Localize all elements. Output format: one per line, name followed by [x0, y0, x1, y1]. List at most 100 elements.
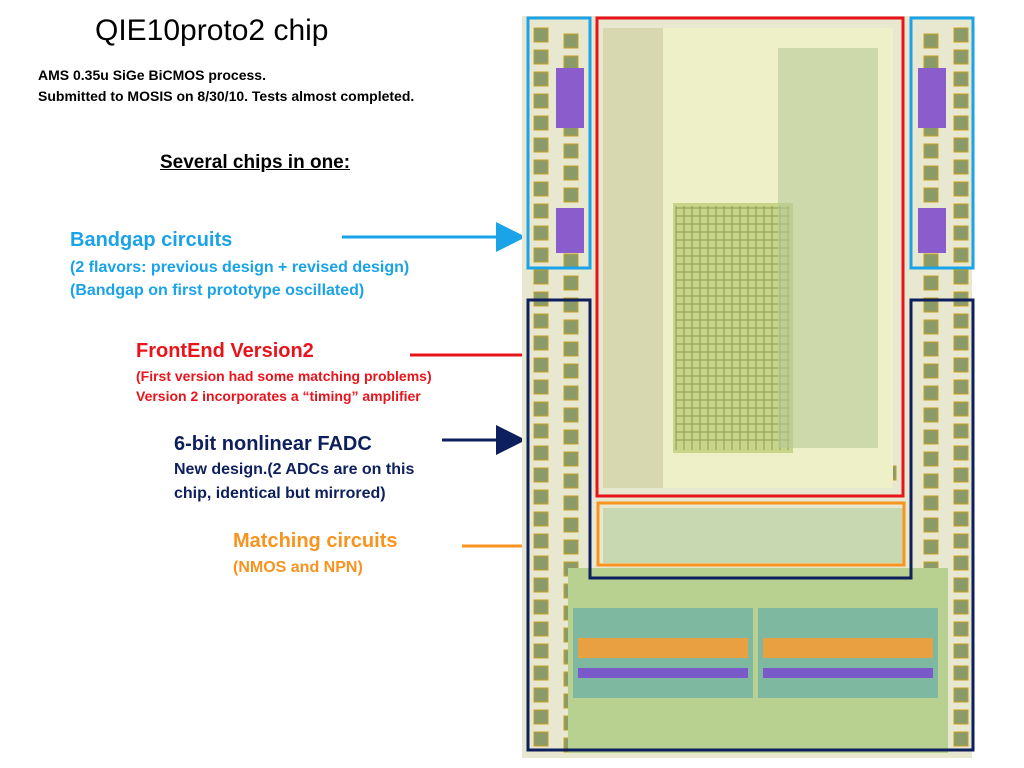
bond-pad — [533, 225, 549, 241]
bond-pad — [563, 33, 579, 49]
bond-pad — [533, 357, 549, 373]
bond-pad — [953, 731, 969, 747]
bond-pad — [533, 159, 549, 175]
frontend-line1: (First version had some matching problem… — [136, 368, 432, 384]
bond-pad — [953, 533, 969, 549]
bond-pad — [953, 335, 969, 351]
bond-pad — [533, 621, 549, 637]
bond-pad — [923, 451, 939, 467]
bond-pad — [923, 539, 939, 555]
bond-pad — [953, 115, 969, 131]
bond-pad — [533, 49, 549, 65]
bond-pad — [923, 429, 939, 445]
bond-pad — [953, 27, 969, 43]
bond-pad — [533, 115, 549, 131]
bond-pad — [953, 49, 969, 65]
bond-pad — [533, 511, 549, 527]
bond-pad — [533, 533, 549, 549]
frontend-line2: Version 2 incorporates a “timing” amplif… — [136, 388, 421, 404]
bond-pad — [533, 379, 549, 395]
bond-pad — [563, 407, 579, 423]
bond-pad — [533, 27, 549, 43]
bond-pad — [563, 539, 579, 555]
bond-pad — [923, 143, 939, 159]
bond-pad — [563, 341, 579, 357]
bond-pad — [923, 253, 939, 269]
bond-pad — [533, 665, 549, 681]
bond-pad — [953, 511, 969, 527]
bond-pad — [923, 407, 939, 423]
bond-pad — [563, 319, 579, 335]
bond-pad — [563, 143, 579, 159]
page-title: QIE10proto2 chip — [95, 14, 329, 47]
bond-pad — [533, 489, 549, 505]
bond-pad — [953, 225, 969, 241]
bond-pad — [923, 385, 939, 401]
bond-pad — [953, 71, 969, 87]
fadc-outline — [526, 298, 975, 752]
subtitle-process: AMS 0.35u SiGe BiCMOS process. — [38, 67, 266, 83]
matching-title: Matching circuits — [233, 530, 398, 552]
bond-pad — [563, 275, 579, 291]
bond-pad — [953, 313, 969, 329]
bandgap-outline-right — [909, 16, 975, 270]
bond-pad — [533, 599, 549, 615]
bond-pad — [953, 93, 969, 109]
bond-pad — [563, 165, 579, 181]
bond-pad — [923, 341, 939, 357]
bond-pad — [563, 429, 579, 445]
bond-pad — [923, 363, 939, 379]
bond-pad — [563, 495, 579, 511]
bond-pad — [533, 247, 549, 263]
bond-pad — [953, 203, 969, 219]
bandgap-outline-left — [526, 16, 592, 270]
bond-pad — [533, 401, 549, 417]
bond-pad — [563, 473, 579, 489]
bond-pad — [953, 621, 969, 637]
bond-pad — [563, 253, 579, 269]
bond-pad — [533, 137, 549, 153]
bond-pad — [953, 489, 969, 505]
fadc-line2: chip, identical but mirrored) — [174, 485, 386, 502]
bond-pad — [953, 467, 969, 483]
bond-pad — [953, 247, 969, 263]
bond-pad — [923, 275, 939, 291]
bond-pad — [953, 423, 969, 439]
frontend-outline — [595, 16, 905, 498]
bond-pad — [533, 203, 549, 219]
bond-pad — [953, 357, 969, 373]
bond-pad — [563, 517, 579, 533]
bond-pad — [953, 555, 969, 571]
bond-pad — [533, 555, 549, 571]
bond-pad — [923, 319, 939, 335]
bond-pad — [953, 401, 969, 417]
bond-pad — [953, 159, 969, 175]
bond-pad — [953, 269, 969, 285]
bond-pad — [953, 643, 969, 659]
bond-pad — [953, 445, 969, 461]
bond-pad — [533, 423, 549, 439]
core-circuits — [556, 28, 948, 753]
bond-pad — [563, 187, 579, 203]
section-heading: Several chips in one: — [160, 152, 351, 173]
bond-pad — [533, 687, 549, 703]
bond-pad — [563, 55, 579, 71]
bandgap-title: Bandgap circuits — [70, 229, 233, 251]
fadc-title: 6-bit nonlinear FADC — [174, 433, 372, 455]
bond-pad — [953, 687, 969, 703]
bond-pad — [953, 709, 969, 725]
bond-pad — [953, 379, 969, 395]
bond-pad — [563, 385, 579, 401]
bond-pad — [533, 269, 549, 285]
frontend-title: FrontEnd Version2 — [136, 340, 314, 362]
bond-pad — [923, 473, 939, 489]
bond-pad — [953, 665, 969, 681]
bond-pad — [563, 363, 579, 379]
bond-pad — [533, 445, 549, 461]
frontend-array — [675, 206, 790, 450]
bond-pad — [533, 313, 549, 329]
bond-pad — [563, 451, 579, 467]
bond-pad — [923, 495, 939, 511]
matching-outline — [596, 501, 906, 567]
matching-line1: (NMOS and NPN) — [233, 559, 363, 576]
